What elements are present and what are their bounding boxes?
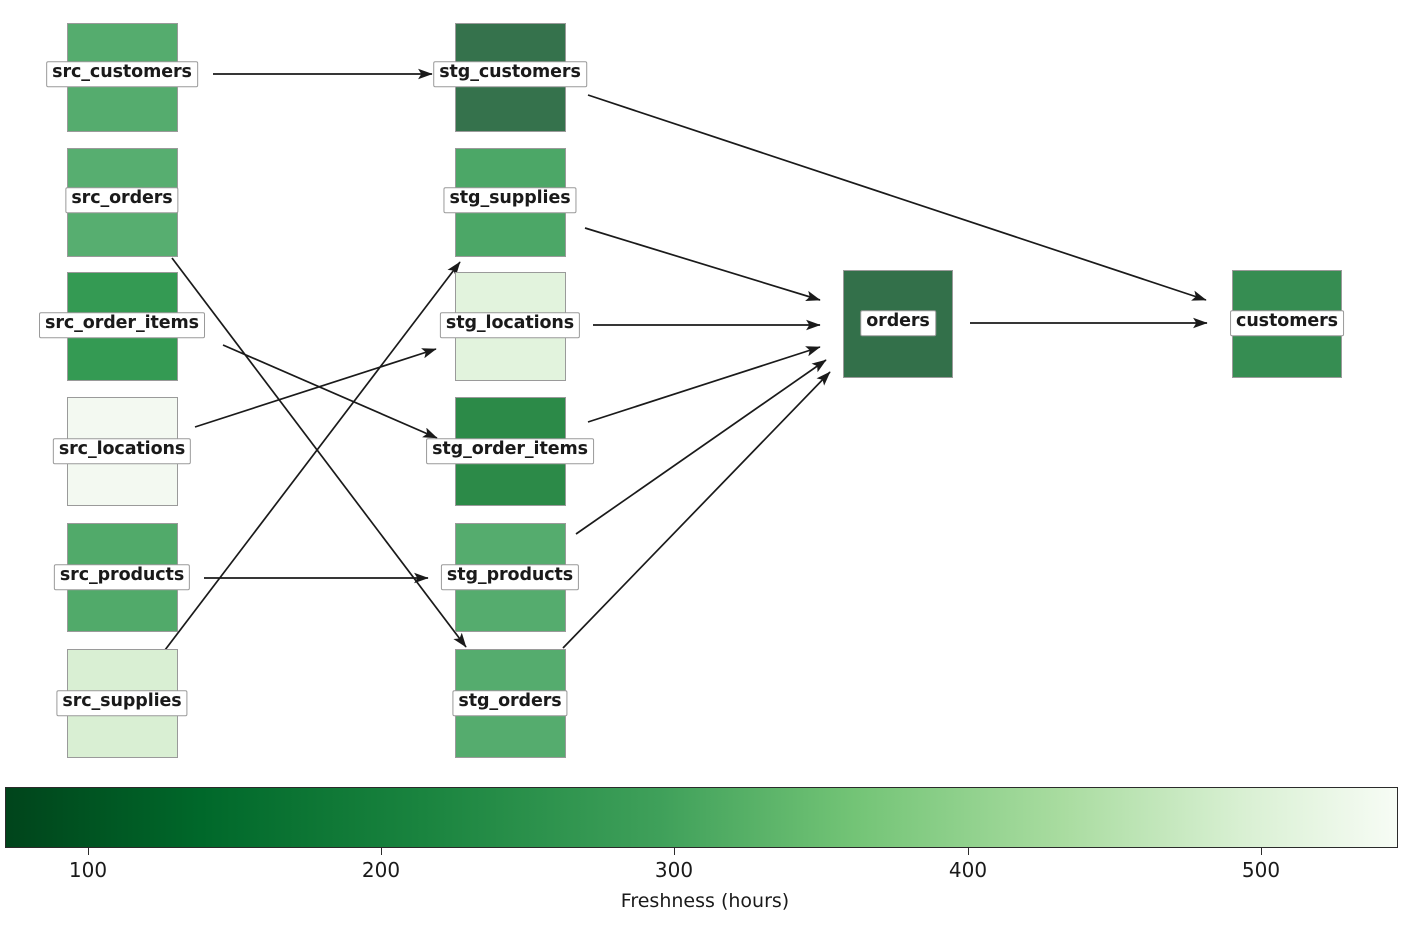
colorbar-axis-label: Freshness (hours) bbox=[620, 890, 790, 912]
node-label-src_orders[interactable]: src_orders bbox=[65, 187, 179, 213]
edge-src_orders-stg_orders bbox=[171, 257, 467, 648]
node-label-src_customers[interactable]: src_customers bbox=[46, 61, 198, 87]
edge-stg_customers-customers bbox=[587, 94, 1207, 301]
edge-stg_supplies-orders bbox=[584, 227, 821, 301]
edge-src_order_items-stg_order_items bbox=[222, 344, 438, 439]
node-label-orders[interactable]: orders bbox=[860, 310, 936, 336]
colorbar-ticklabel-100: 100 bbox=[68, 858, 108, 882]
colorbar-tick-400 bbox=[968, 848, 969, 855]
node-label-src_locations[interactable]: src_locations bbox=[52, 438, 192, 464]
colorbar-tick-300 bbox=[674, 848, 675, 855]
edge-src_locations-stg_locations bbox=[194, 348, 437, 428]
node-label-src_products[interactable]: src_products bbox=[53, 564, 191, 590]
node-label-stg_order_items[interactable]: stg_order_items bbox=[426, 438, 594, 464]
colorbar-tick-500 bbox=[1261, 848, 1262, 855]
node-label-stg_locations[interactable]: stg_locations bbox=[439, 312, 581, 338]
colorbar-ticklabel-200: 200 bbox=[361, 858, 401, 882]
edge-layer bbox=[164, 68, 1208, 651]
colorbar-ticklabel-400: 400 bbox=[948, 858, 988, 882]
edge-stg_order_items-orders bbox=[587, 346, 821, 423]
node-label-src_supplies[interactable]: src_supplies bbox=[56, 690, 188, 716]
node-label-stg_supplies[interactable]: stg_supplies bbox=[443, 187, 577, 213]
colorbar-ticklabel-300: 300 bbox=[654, 858, 694, 882]
edge-src_supplies-stg_locations bbox=[164, 261, 461, 651]
edge-stg_orders-orders bbox=[562, 371, 831, 649]
colorbar-ticklabel-500: 500 bbox=[1241, 858, 1281, 882]
colorbar: 100 200 300 400 500 Freshness (hours) bbox=[0, 775, 1410, 926]
colorbar-tick-200 bbox=[381, 848, 382, 855]
node-label-stg_products[interactable]: stg_products bbox=[440, 564, 580, 590]
colorbar-gradient bbox=[5, 787, 1398, 848]
node-label-stg_customers[interactable]: stg_customers bbox=[433, 61, 587, 87]
edge-stg_products-orders bbox=[575, 359, 827, 535]
colorbar-tick-100 bbox=[88, 848, 89, 855]
graph-canvas: src_customers src_orders src_order_items… bbox=[39, 23, 1344, 758]
node-label-src_order_items[interactable]: src_order_items bbox=[39, 312, 205, 338]
node-label-stg_orders[interactable]: stg_orders bbox=[452, 690, 568, 716]
node-label-customers[interactable]: customers bbox=[1230, 310, 1344, 336]
